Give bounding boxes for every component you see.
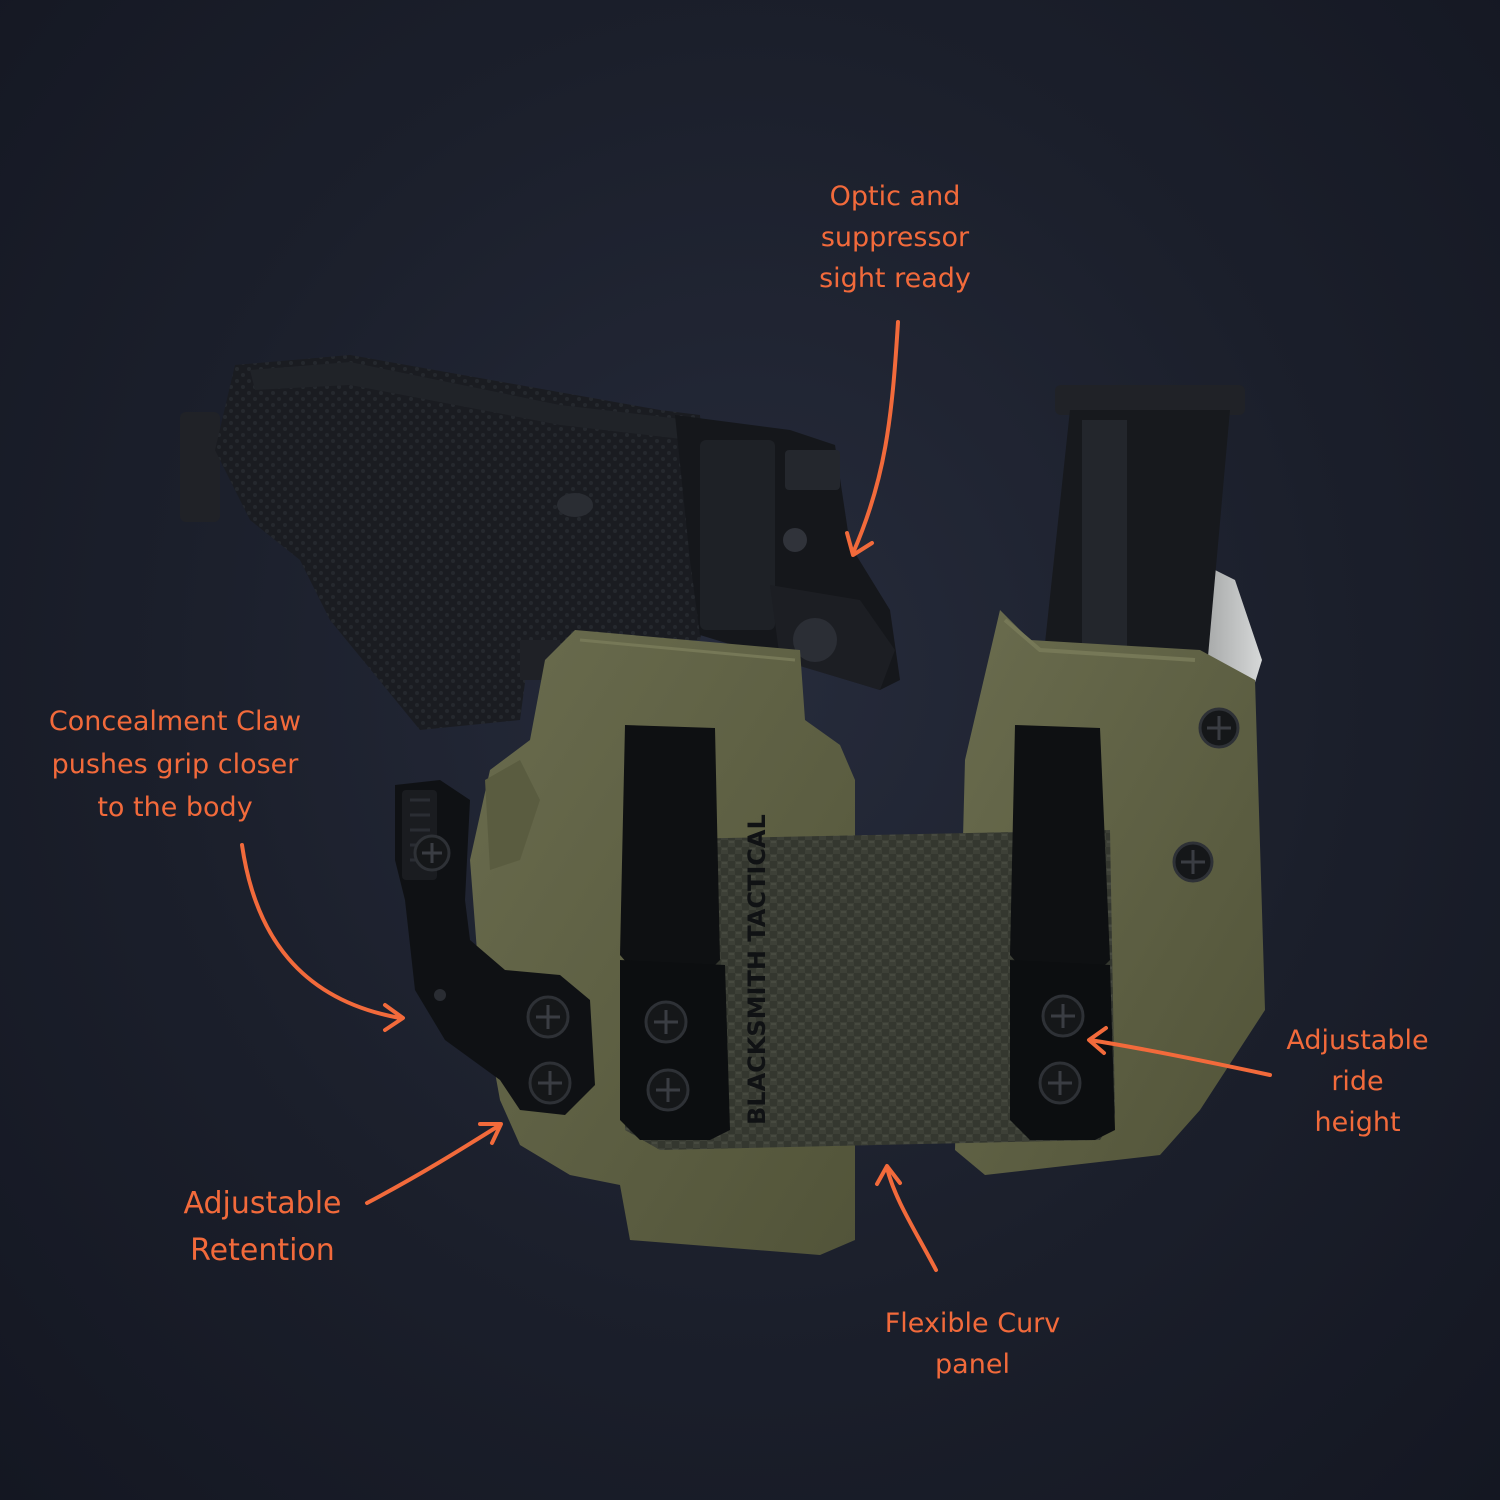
callout-retention-line-2: Retention <box>190 1233 335 1268</box>
arrow-claw <box>240 843 402 1020</box>
spare-magazine <box>1040 385 1245 690</box>
callout-optic-line-2: suppressor <box>820 222 970 253</box>
screw-slots <box>422 716 1231 1102</box>
callout-retention: Adjustable Retention <box>150 1180 375 1274</box>
callout-arrows <box>240 320 1272 1272</box>
callout-ride-height: Adjustable ride height <box>1270 1020 1445 1143</box>
callout-claw-line-2: pushes grip closer <box>51 749 299 780</box>
belt-clip-right <box>1010 725 1115 1140</box>
callout-panel-line-2: panel <box>935 1349 1010 1380</box>
curv-panel: BLACKSMITH TACTICAL <box>625 814 1115 1150</box>
callout-claw: Concealment Claw pushes grip closer to t… <box>25 700 325 829</box>
arrow-optic <box>851 320 900 555</box>
callout-panel: Flexible Curv panel <box>845 1303 1100 1385</box>
callout-optic-line-1: Optic and <box>829 181 961 212</box>
callout-optic-line-3: sight ready <box>819 263 971 294</box>
callout-ride-line-2: ride <box>1331 1066 1384 1097</box>
callout-claw-line-3: to the body <box>97 792 253 823</box>
arrow-ride <box>1088 1038 1272 1077</box>
callout-optic: Optic and suppressor sight ready <box>795 176 995 299</box>
callout-retention-line-1: Adjustable <box>183 1186 342 1221</box>
arrow-retention <box>365 1123 502 1205</box>
arrow-panel <box>885 1166 938 1272</box>
callout-ride-line-1: Adjustable <box>1286 1025 1429 1056</box>
callout-ride-line-3: height <box>1314 1107 1401 1138</box>
callout-claw-line-1: Concealment Claw <box>48 706 302 737</box>
callout-panel-line-1: Flexible Curv <box>884 1308 1061 1339</box>
panel-branding: BLACKSMITH TACTICAL <box>743 814 771 1125</box>
